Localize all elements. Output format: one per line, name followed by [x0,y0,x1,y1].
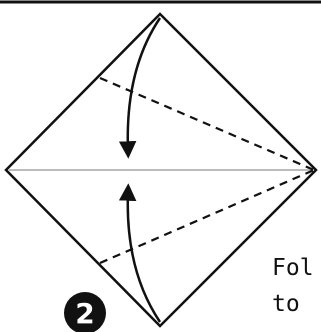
step-badge-circle-icon [64,292,106,332]
caption-line-1: Fol [272,255,314,281]
upper-fold-arrow-icon [118,17,162,159]
lower-fold-arrow-icon [118,183,162,323]
upper-fold-line [99,76,315,172]
step-badge: 2 [64,292,106,332]
instruction-caption: Fol to [272,250,321,322]
caption-line-2: to [272,291,300,317]
lower-fold-line [99,168,315,265]
step-number: 2 [75,297,94,330]
